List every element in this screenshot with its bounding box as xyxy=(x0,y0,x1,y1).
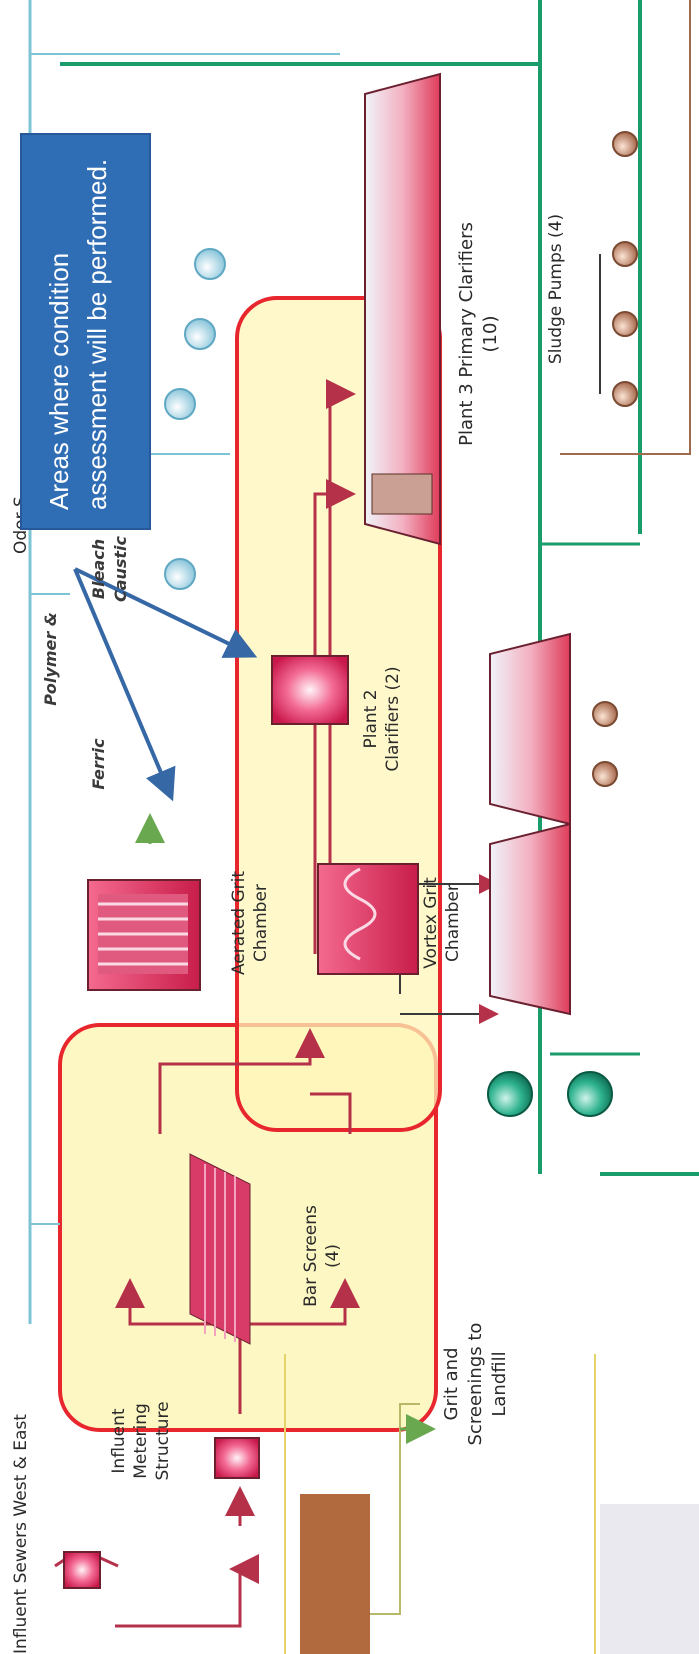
callout-arrow xyxy=(73,568,176,802)
label-line: (4) xyxy=(323,1243,343,1269)
sludge-pump-brown xyxy=(612,381,638,407)
grit-to-clarifier-line xyxy=(158,1028,325,1134)
label-bleach: Bleach xyxy=(89,538,108,600)
callout-arrow xyxy=(74,567,258,658)
label-line: Metering xyxy=(131,1403,151,1479)
label-sludge-pumps: Sludge Pumps (4) xyxy=(546,213,566,365)
sewer-to-metering xyxy=(115,1554,259,1628)
splitter-to-plant3-line-2 xyxy=(313,479,356,954)
screens-to-vortex-line xyxy=(240,1278,360,1326)
sludge-pump-brown xyxy=(612,241,638,267)
callout-text: Areas where condition assessment will be… xyxy=(44,158,112,510)
sludge-pump-teal xyxy=(567,1071,613,1117)
label-caustic: Caustic xyxy=(111,535,130,603)
label-line: Vortex Grit xyxy=(421,877,441,969)
label-polymer: Polymer & xyxy=(41,612,60,706)
label-influent-metering: Influent Metering Structure xyxy=(108,1376,174,1506)
vortex-to-clarifier-line xyxy=(310,1092,352,1134)
label-bar-screens: Bar Screens (4) xyxy=(300,1176,344,1336)
label-line: Influent xyxy=(109,1408,129,1474)
label-grit-screenings: Grit and Screenings to Landfill xyxy=(440,1304,512,1464)
sludge-pump-brown xyxy=(612,131,638,157)
label-line: (10) xyxy=(480,315,501,353)
label-line: Structure xyxy=(153,1401,173,1481)
label-line: Chamber xyxy=(443,884,463,962)
odor-pump xyxy=(184,318,216,350)
label-vortex-grit: Vortex Grit Chamber xyxy=(420,848,464,998)
plant3-primary-clarifiers xyxy=(364,72,441,546)
influent-sewer-box xyxy=(63,1551,101,1589)
sludge-pump-brown xyxy=(592,701,618,727)
sludge-pump-brown xyxy=(612,311,638,337)
label-line: Bar Screens xyxy=(301,1205,321,1307)
label-line: Chamber xyxy=(251,884,271,962)
sludge-pump-teal xyxy=(487,1071,533,1117)
label-plant2: Plant 2 Clarifiers (2) xyxy=(360,639,404,799)
label-line: Landfill xyxy=(489,1351,510,1417)
label-aerated-grit: Aerated Grit Chamber xyxy=(228,848,272,998)
label-line: Plant 2 xyxy=(361,689,381,749)
odor-pump xyxy=(194,248,226,280)
label-line: Screenings to xyxy=(465,1322,486,1446)
odor-pump xyxy=(164,388,196,420)
odor-pump xyxy=(164,558,196,590)
splitter-to-plant3-line-1 xyxy=(326,379,356,954)
label-line: Plant 3 Primary Clarifiers xyxy=(456,222,477,446)
bottom-left-fragment xyxy=(284,1354,699,1654)
sludge-line-7 xyxy=(560,0,691,455)
vortex-grit-chamber xyxy=(317,863,419,975)
sludge-pump-brown xyxy=(592,761,618,787)
plant2-clarifiers xyxy=(489,632,571,1016)
callout-box: Areas where condition assessment will be… xyxy=(20,133,151,530)
label-influent-sewers: Influent Sewers West & East xyxy=(11,1414,31,1654)
label-line: Grit and xyxy=(441,1347,462,1421)
metering-structure-box xyxy=(214,1437,260,1479)
label-line: Clarifiers (2) xyxy=(383,666,403,772)
aerated-grit-chamber xyxy=(87,879,201,991)
bar-screens xyxy=(189,1153,251,1345)
flow-splitter-box xyxy=(271,655,349,725)
screens-to-grit-line xyxy=(115,1278,242,1414)
label-line: Aerated Grit xyxy=(229,870,249,976)
label-ferric: Ferric xyxy=(89,738,108,790)
label-plant3: Plant 3 Primary Clarifiers (10) xyxy=(455,204,503,464)
